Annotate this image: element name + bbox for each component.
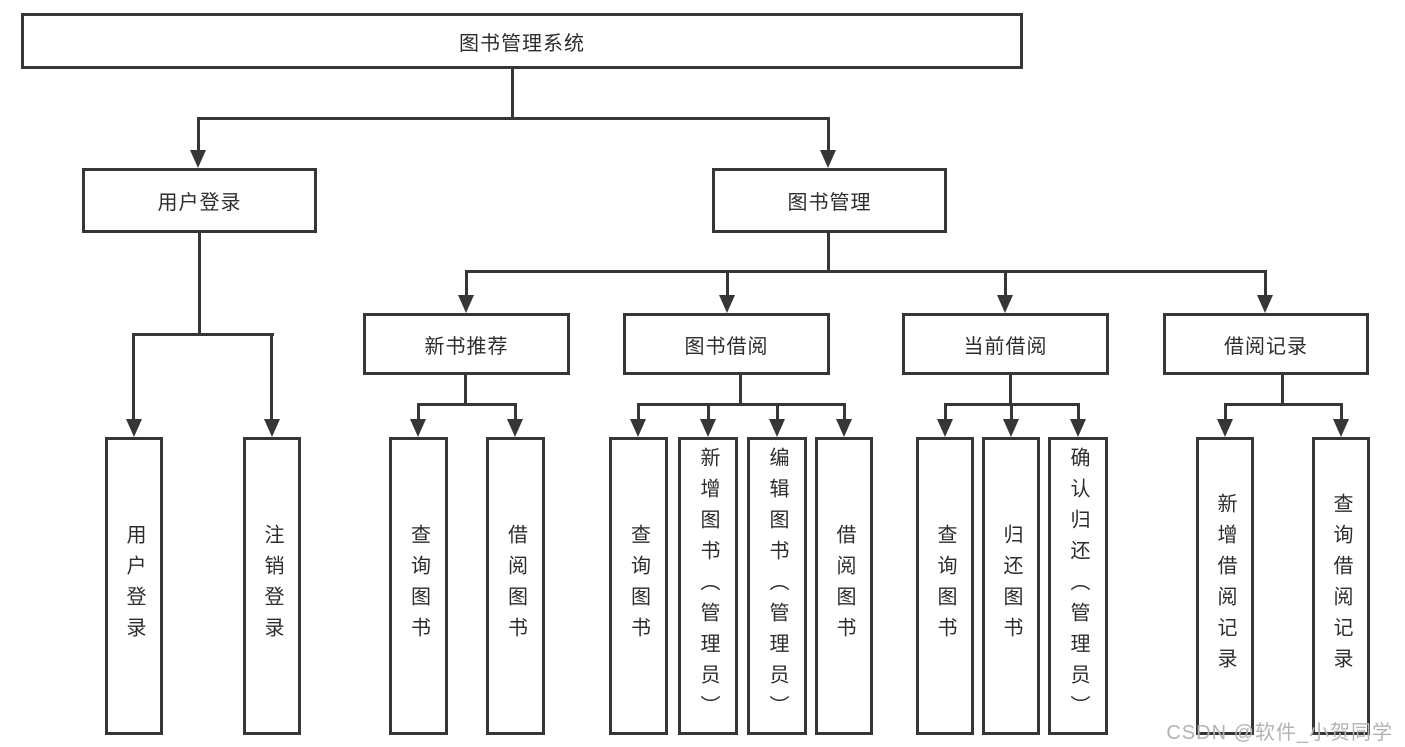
arrowhead-icon — [997, 295, 1013, 313]
connector-line — [514, 403, 517, 419]
connector-line — [198, 233, 201, 335]
node-leaf-add-books-admin: 新增图书（管理员） — [678, 437, 738, 735]
connector-line — [637, 403, 846, 406]
connector-line — [133, 333, 274, 336]
node-leaf-edit-books-admin: 编辑图书（管理员） — [747, 437, 807, 735]
arrowhead-icon — [836, 419, 852, 437]
connector-line — [1077, 403, 1080, 419]
arrowhead-icon — [458, 295, 474, 313]
connector-line — [1281, 375, 1284, 406]
node-leaf-add-borrow-record: 新增借阅记录 — [1196, 437, 1254, 735]
node-leaf-query-books-current: 查询图书 — [916, 437, 974, 735]
connector-line — [827, 117, 830, 150]
arrowhead-icon — [820, 150, 836, 168]
connector-line — [132, 333, 135, 419]
arrowhead-icon — [937, 419, 953, 437]
node-root-library-management-system: 图书管理系统 — [21, 13, 1023, 69]
arrowhead-icon — [126, 419, 142, 437]
arrowhead-icon — [1333, 419, 1349, 437]
arrowhead-icon — [507, 419, 523, 437]
node-book-management: 图书管理 — [712, 168, 947, 233]
connector-line — [726, 270, 729, 295]
connector-line — [707, 403, 710, 419]
arrowhead-icon — [769, 419, 785, 437]
arrowhead-icon — [1070, 419, 1086, 437]
connector-line — [417, 403, 517, 406]
arrowhead-icon — [1257, 295, 1273, 313]
connector-line — [464, 375, 467, 406]
node-leaf-user-login: 用户登录 — [105, 437, 163, 735]
connector-line — [944, 403, 947, 419]
arrowhead-icon — [190, 150, 206, 168]
watermark: CSDN @软件_小贺同学 — [1166, 722, 1393, 744]
connector-line — [843, 403, 846, 419]
connector-line — [739, 375, 742, 406]
arrowhead-icon — [700, 419, 716, 437]
connector-line — [511, 69, 514, 117]
connector-line — [270, 333, 273, 419]
connector-line — [197, 117, 200, 150]
node-current-borrowing: 当前借阅 — [902, 313, 1109, 375]
node-leaf-borrow-books: 借阅图书 — [815, 437, 873, 735]
connector-line — [1224, 403, 1343, 406]
node-borrowing-records: 借阅记录 — [1163, 313, 1369, 375]
node-leaf-confirm-return-admin: 确认归还（管理员） — [1048, 437, 1108, 735]
arrowhead-icon — [719, 295, 735, 313]
connector-line — [417, 403, 420, 419]
arrowhead-icon — [410, 419, 426, 437]
connector-line — [465, 270, 468, 295]
connector-line — [1264, 270, 1267, 295]
node-leaf-query-borrow-record: 查询借阅记录 — [1312, 437, 1370, 735]
arrowhead-icon — [1217, 419, 1233, 437]
node-leaf-query-books-recommend: 查询图书 — [389, 437, 448, 735]
arrowhead-icon — [1003, 419, 1019, 437]
connector-line — [776, 403, 779, 419]
connector-line — [1340, 403, 1343, 419]
connector-line — [1004, 270, 1007, 295]
arrowhead-icon — [630, 419, 646, 437]
node-new-book-recommendation: 新书推荐 — [363, 313, 570, 375]
connector-line — [637, 403, 640, 419]
connector-line — [1009, 375, 1012, 406]
node-user-login: 用户登录 — [82, 168, 317, 233]
node-leaf-borrow-books-recommend: 借阅图书 — [486, 437, 545, 735]
connector-line — [1224, 403, 1227, 419]
node-book-borrowing: 图书借阅 — [623, 313, 830, 375]
node-leaf-logout: 注销登录 — [243, 437, 301, 735]
node-leaf-return-books: 归还图书 — [982, 437, 1040, 735]
node-leaf-query-books-borrowing: 查询图书 — [609, 437, 668, 735]
connector-line — [197, 117, 830, 120]
arrowhead-icon — [264, 419, 280, 437]
connector-line — [1010, 403, 1013, 419]
connector-line — [465, 270, 1267, 273]
connector-line — [827, 233, 830, 273]
